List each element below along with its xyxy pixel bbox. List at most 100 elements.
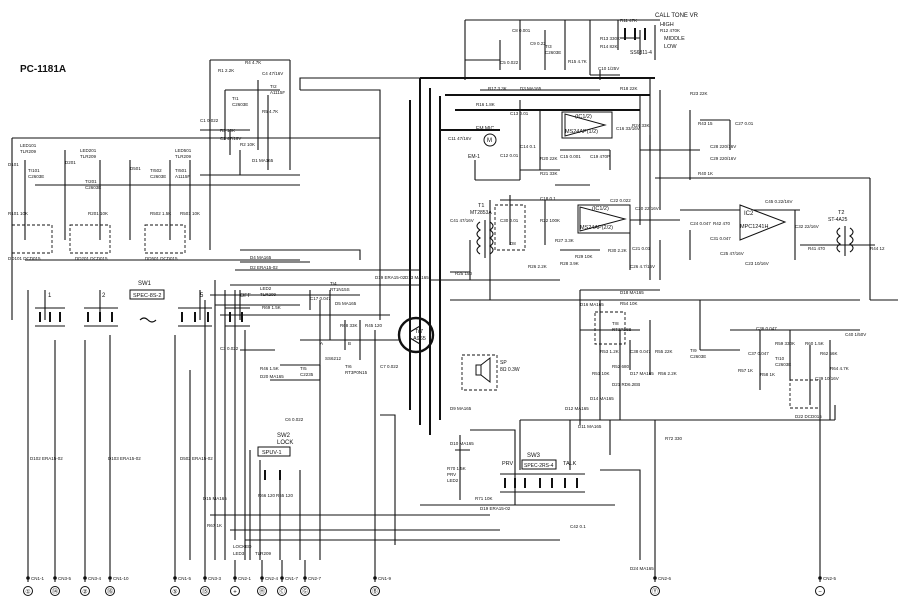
lbl-c21: C21 0.01 bbox=[632, 246, 651, 251]
lbl-c42: C42 0.1 bbox=[570, 524, 586, 529]
lbl-c39: C39 10/16V bbox=[815, 376, 839, 381]
lbl-r44: R44 12 bbox=[870, 246, 885, 251]
connector-symbol: Ⓖ bbox=[302, 588, 308, 596]
lbl-c2: C2 47/16V bbox=[220, 136, 241, 141]
connector-pin bbox=[26, 576, 30, 580]
connector-pin bbox=[53, 576, 57, 580]
off-label: OFF bbox=[240, 293, 252, 299]
lbl-tr501: Tr501 bbox=[175, 168, 187, 173]
connector-name: CN2-1 bbox=[238, 576, 252, 581]
connector-symbol-ring bbox=[170, 586, 180, 596]
wiring bbox=[11, 19, 898, 560]
t2-label: T2 bbox=[838, 210, 844, 216]
lbl-c11: C11 47/16V bbox=[448, 136, 471, 141]
sw2-name: LOCK bbox=[277, 440, 293, 446]
middle-label: MIDDLE bbox=[664, 36, 685, 42]
sp-label: SP bbox=[500, 360, 507, 366]
lbl-r43: R43 15 bbox=[698, 121, 713, 126]
connector-symbol: ② bbox=[82, 589, 87, 596]
lbl-tr3-part: C2603E bbox=[545, 50, 561, 55]
lbl-r66: R66 120 bbox=[258, 493, 276, 498]
lbl-c15: C15 0.001 bbox=[560, 154, 581, 159]
connector-terminal: CN2-7Ⓖ bbox=[300, 560, 322, 596]
sw1-pos1: 1 bbox=[48, 293, 52, 299]
lbl-r54: R54 10K bbox=[620, 301, 638, 306]
tr7-ref: Tr7 bbox=[415, 329, 423, 335]
lbl-c29: C29 220/16V bbox=[710, 156, 736, 161]
ic2-label: IC2 bbox=[744, 211, 754, 217]
lbl-tr6-part: RT3P0N15 bbox=[345, 370, 368, 375]
lbl-c16: C16 33/16V bbox=[616, 126, 640, 131]
sw3-part: SPEC-2RS-4 bbox=[524, 463, 554, 469]
lbl-c14: C14 0.1 bbox=[520, 144, 536, 149]
lbl-led3-part: TLR209 bbox=[255, 551, 272, 556]
lbl-c3: C3 0.022 bbox=[220, 346, 239, 351]
lbl-c23: C23 10/16V bbox=[745, 261, 769, 266]
sw2-lock-switch: SW2 LOCK SPUV-1 bbox=[257, 433, 293, 480]
lbl-d1: D1 MA165 bbox=[252, 158, 274, 163]
lbl-tr5-part: C2235 bbox=[300, 372, 314, 377]
lbl-d11: D11 MA165 bbox=[578, 424, 602, 429]
lbl-r70: R70 1.5K bbox=[447, 466, 466, 471]
lbl-c31: C31 0.047 bbox=[710, 236, 731, 241]
lbl-c20: C20 22/16V bbox=[635, 206, 659, 211]
connector-symbol: ⑭ bbox=[52, 588, 58, 596]
lbl-led201: LED201 bbox=[80, 148, 97, 153]
connector-symbol-ring bbox=[300, 586, 310, 596]
ic1b-label: (IC1/2) bbox=[592, 206, 609, 212]
connector-terminal: CN1-1① bbox=[23, 560, 45, 596]
lbl-r21: R21 33K bbox=[540, 171, 558, 176]
connector-symbol-ring bbox=[200, 586, 210, 596]
lbl-c41: C41 47/16V bbox=[450, 218, 474, 223]
connector-terminal: CN3-5⑭ bbox=[50, 560, 72, 596]
lbl-d2: D2 ERA15-02 bbox=[250, 265, 278, 270]
lbl-led3: LED3 bbox=[233, 551, 245, 556]
lbl-r42: R42 470 bbox=[713, 221, 731, 226]
lbl-r69: R69 1.5K bbox=[262, 305, 281, 310]
lbl-led-prv: LED2 bbox=[447, 478, 459, 483]
lbl-d201: D201 bbox=[65, 160, 76, 165]
lbl-d17: D17 MA165 bbox=[630, 371, 654, 376]
connector-symbol: Ⓗ bbox=[259, 588, 265, 596]
lbl-r14: R14 82K bbox=[600, 44, 618, 49]
lbl-r25: R25 150 bbox=[455, 271, 473, 276]
connector-terminal: CN1-9Ⓑ bbox=[370, 560, 392, 596]
lbl-led501: LED501 bbox=[175, 148, 192, 153]
lbl-tr8: Tr8 bbox=[612, 321, 619, 326]
lbl-d5: D5 MA165 bbox=[335, 301, 357, 306]
connector-name: CN1-7 bbox=[285, 576, 299, 581]
connector-symbol-ring bbox=[230, 586, 240, 596]
low-label: LOW bbox=[664, 44, 677, 50]
lbl-r71: R71 10K bbox=[475, 496, 493, 501]
lbl-r60: R60 1.5K bbox=[805, 341, 824, 346]
lbl-c26: C26 4.7/16V bbox=[630, 264, 655, 269]
lbl-r502: R502 1.5K bbox=[150, 211, 171, 216]
ic1b-amplifier: (IC1/2) MS24AP(2/2) bbox=[577, 204, 631, 234]
connector-symbol: Ⓑ bbox=[372, 588, 378, 596]
sw2-part: SPUV-1 bbox=[262, 450, 282, 456]
connector-terminal: CN1-7Ⓒ bbox=[277, 560, 299, 596]
tr7-highlight: Tr7 A965 bbox=[397, 316, 435, 354]
lbl-d502: D502 ERA15-02 bbox=[180, 456, 213, 461]
connector-name: CN2-7 bbox=[308, 576, 322, 581]
connector-pin bbox=[203, 576, 207, 580]
connector-pin bbox=[233, 576, 237, 580]
lbl-r12: R12 470K bbox=[660, 28, 680, 33]
lbl-r18: R18 22K bbox=[620, 86, 638, 91]
sw1-part: SPEC-8S-2 bbox=[133, 293, 161, 299]
lbl-d20: D20 MA165 bbox=[260, 374, 284, 379]
lbl-r59: R59 330K bbox=[775, 341, 795, 346]
lbl-d15: D15 MA165 bbox=[203, 496, 227, 501]
sw-part-label: SS6311-4 bbox=[630, 50, 652, 56]
lbl-c1: C1 0.022 bbox=[200, 118, 219, 123]
connector-pin bbox=[108, 576, 112, 580]
connector-symbol: Ⓨ bbox=[652, 588, 658, 596]
lbl-r55: R55 22K bbox=[655, 349, 673, 354]
connector-symbol-ring bbox=[23, 586, 33, 596]
lbl-r11: R11 47K bbox=[620, 18, 637, 23]
lbl-d101: D101 bbox=[8, 162, 19, 167]
lbl-d103: D103 ERA15-02 bbox=[108, 456, 141, 461]
lbl-c17: C17 0.047 bbox=[310, 296, 331, 301]
connector-pin bbox=[303, 576, 307, 580]
lbl-led201-part: TLR209 bbox=[80, 154, 97, 159]
